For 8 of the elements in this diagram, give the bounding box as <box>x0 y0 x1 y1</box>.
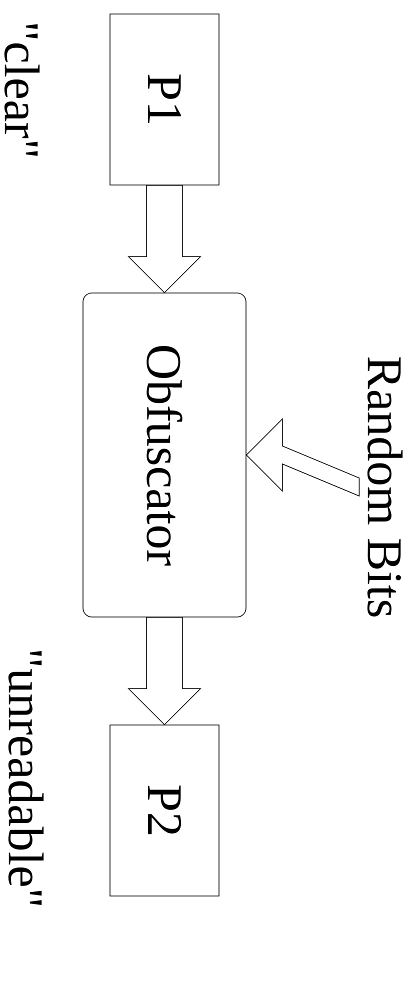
side-caption: "clear" <box>4 24 40 156</box>
block-arrow <box>128 617 202 726</box>
side-caption: "unreadable" <box>8 651 44 905</box>
input-label: Random Bits <box>367 357 403 616</box>
process-box: Obfuscator <box>82 292 246 618</box>
process-box: P2 <box>110 724 220 896</box>
process-box: P1 <box>110 14 220 186</box>
block-arrow <box>128 185 202 294</box>
